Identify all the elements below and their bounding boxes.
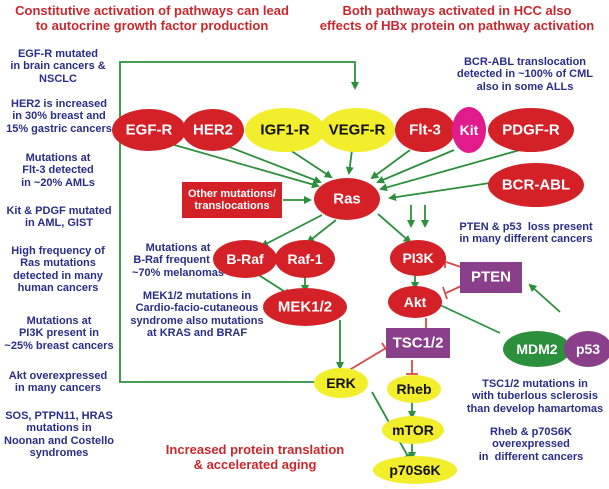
node-bcrabl — [488, 163, 584, 207]
note-rheb-p70: Rheb & p70S6K overexpressed in different… — [478, 426, 584, 463]
node-ras-label: Ras — [333, 191, 361, 208]
node-mtor — [382, 416, 444, 444]
node-igf1r-label: IGF1-R — [260, 122, 309, 139]
node-kit — [452, 107, 486, 153]
node-raf1-label: Raf-1 — [287, 251, 322, 267]
note-bcr-abl: BCR-ABL translocation detected in ~100% … — [456, 56, 593, 93]
note-her2-increase: HER2 is increased in 30% breast and 15% … — [6, 98, 112, 135]
feedback-loop-line — [119, 61, 359, 383]
node-flt3-label: Flt-3 — [409, 122, 441, 139]
node-vegfr — [319, 108, 395, 152]
note-pten-p53-loss: PTEN & p53 loss present in many differen… — [459, 221, 593, 246]
node-tsc-label: TSC1/2 — [393, 335, 444, 352]
node-rheb — [387, 375, 441, 403]
node-tsc — [386, 328, 450, 358]
node-akt — [388, 286, 442, 318]
node-p53-label: p53 — [576, 341, 600, 357]
note-pi3k-mutation: Mutations at PI3K present in ~25% breast… — [4, 315, 114, 352]
node-mek-label: MEK1/2 — [278, 299, 332, 316]
node-mdm2-label: MDM2 — [516, 341, 557, 357]
node-erk — [314, 368, 368, 398]
egfr-to-ras-arrow — [149, 137, 320, 189]
node-egfr — [112, 109, 186, 151]
node-mtor-label: mTOR — [392, 422, 434, 438]
node-kit-label: Kit — [460, 122, 479, 138]
igf1r-to-ras-arrow — [289, 149, 333, 179]
node-her2 — [182, 109, 244, 151]
node-bcrabl-label: BCR-ABL — [502, 177, 570, 194]
note-egfr-mutation: EGF-R mutated in brain cancers & NSCLC — [10, 48, 106, 85]
tsc-inhibits-rheb — [406, 360, 418, 375]
kit-to-ras-arrow — [376, 149, 455, 184]
ras-to-raf1-arrow — [306, 219, 337, 244]
node-pdgfr-label: PDGF-R — [502, 122, 560, 139]
ras-to-braf-arrow — [260, 214, 323, 247]
node-ras — [314, 178, 380, 220]
node-her2-label: HER2 — [193, 122, 233, 139]
node-p53 — [564, 331, 609, 367]
node-akt-label: Akt — [404, 294, 427, 310]
node-raf1 — [275, 240, 335, 278]
node-vegfr-label: VEGF-R — [329, 122, 386, 139]
p53-to-pten-arrow — [528, 283, 561, 313]
node-mek — [263, 288, 347, 326]
ras-to-pi3k-arrow — [377, 213, 412, 244]
header-left-note: Constitutive activation of pathways can … — [15, 3, 289, 33]
node-igf1r — [245, 108, 325, 152]
node-braf — [213, 240, 277, 278]
note-kit-pdgf: Kit & PDGF mutated in AML, GIST — [6, 205, 112, 230]
node-pi3k-label: PI3K — [402, 250, 433, 266]
node-braf-label: B-Raf — [226, 251, 264, 267]
node-pten-label: PTEN — [471, 269, 511, 286]
node-egfr-label: EGF-R — [126, 122, 173, 139]
footer-note: Increased protein translation & accelera… — [165, 442, 345, 472]
node-mdm2 — [503, 331, 571, 367]
note-braf-melanoma: Mutations at B-Raf frequent in ~70% mela… — [131, 242, 225, 279]
pdgfr-to-ras-arrow — [379, 149, 521, 192]
note-ras-mutation: High frequency of Ras mutations detected… — [11, 245, 105, 294]
vegfr-to-ras-arrow — [345, 149, 354, 175]
note-mek-cfc: MEK1/2 mutations in Cardio-facio-cutaneo… — [130, 290, 264, 339]
other-mutations-box: Other mutations/ translocations — [182, 182, 282, 218]
note-flt3-mutation: Mutations at Flt-3 detected in ~20% AMLs — [21, 152, 95, 189]
node-p70-label: p70S6K — [389, 462, 440, 478]
note-noonan-costello: SOS, PTPN11, HRAS mutations in Noonan an… — [4, 410, 114, 459]
node-erk-label: ERK — [326, 375, 356, 391]
node-rheb-label: Rheb — [397, 381, 432, 397]
bcrabl-to-ras-arrow — [388, 182, 491, 202]
node-pi3k — [390, 240, 446, 276]
node-p70 — [373, 456, 457, 484]
header-right-note: Both pathways activated in HCC also effe… — [319, 3, 595, 33]
note-tsc-mutation: TSC1/2 mutations in with tuberlous scler… — [466, 378, 604, 415]
note-akt-overexpressed: Akt overexpressed in many cancers — [8, 370, 108, 395]
flt3-to-ras-arrow — [370, 149, 411, 180]
node-pten — [460, 262, 522, 293]
akt-to-mdm2-line — [439, 304, 501, 334]
node-flt3 — [395, 108, 455, 152]
node-pdgfr — [488, 108, 574, 152]
